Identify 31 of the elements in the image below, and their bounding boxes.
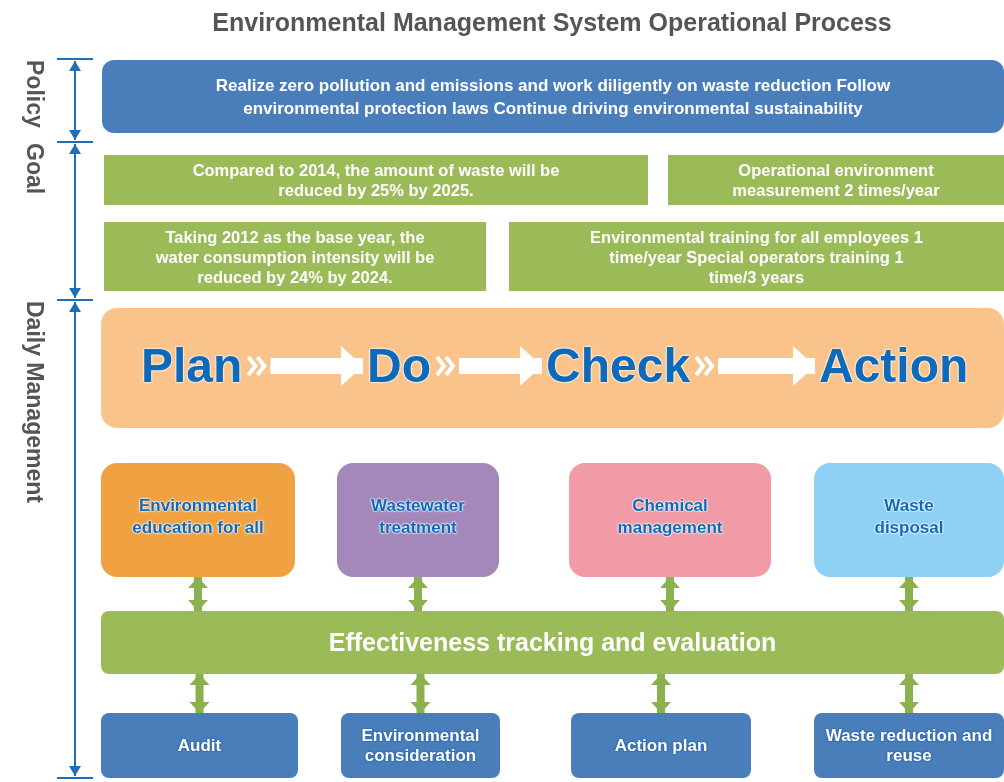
box-label: Waste disposal	[873, 495, 945, 539]
pdca-step-text: Do	[363, 338, 435, 394]
action-box	[814, 713, 1004, 778]
action-box	[341, 713, 500, 778]
section-label: Goal	[21, 143, 50, 197]
activity-box	[101, 463, 295, 577]
goal-box: Taking 2012 as the base year, the water consumption intensity will be reduced by 24% by 2024.	[104, 222, 486, 291]
activity-box	[569, 463, 771, 577]
box-label: Environmental consideration	[360, 725, 481, 766]
box-label: Environmental education for all	[131, 495, 265, 539]
box-label: Waste reduction and reuse	[824, 725, 994, 766]
action-box	[101, 713, 298, 778]
diagram-title: Environmental Management System Operational Process	[211, 7, 893, 38]
activity-box	[337, 463, 499, 577]
pdca-step-text: Action	[815, 338, 973, 394]
goal-box: Compared to 2014, the amount of waste will be reduced by 25% by 2025.	[104, 155, 648, 205]
box-label: Action plan	[614, 735, 708, 756]
section-label: Policy	[21, 60, 50, 130]
pdca-step-text: Plan	[137, 338, 247, 394]
policy-box: Realize zero pollution and emissions and work diligently on waste reduction Follow environmental protection laws Continue driving environmental sustainability	[102, 60, 1004, 133]
box-label: Chemical management	[616, 495, 724, 539]
box-label: Wastewater treatment	[370, 495, 466, 539]
section-label: Daily Management	[21, 301, 50, 505]
goal-box: Operational environment measurement 2 times/year	[668, 155, 1004, 205]
box-label: Audit	[177, 735, 222, 756]
pdca-band	[101, 308, 1004, 428]
activity-box	[814, 463, 1004, 577]
evaluation-bar: Effectiveness tracking and evaluation	[101, 611, 1004, 674]
pdca-step-text: Check	[542, 338, 695, 394]
goal-box: Environmental training for all employees 1 time/year Special operators training 1 time/3 years	[509, 222, 1004, 291]
action-box	[571, 713, 751, 778]
